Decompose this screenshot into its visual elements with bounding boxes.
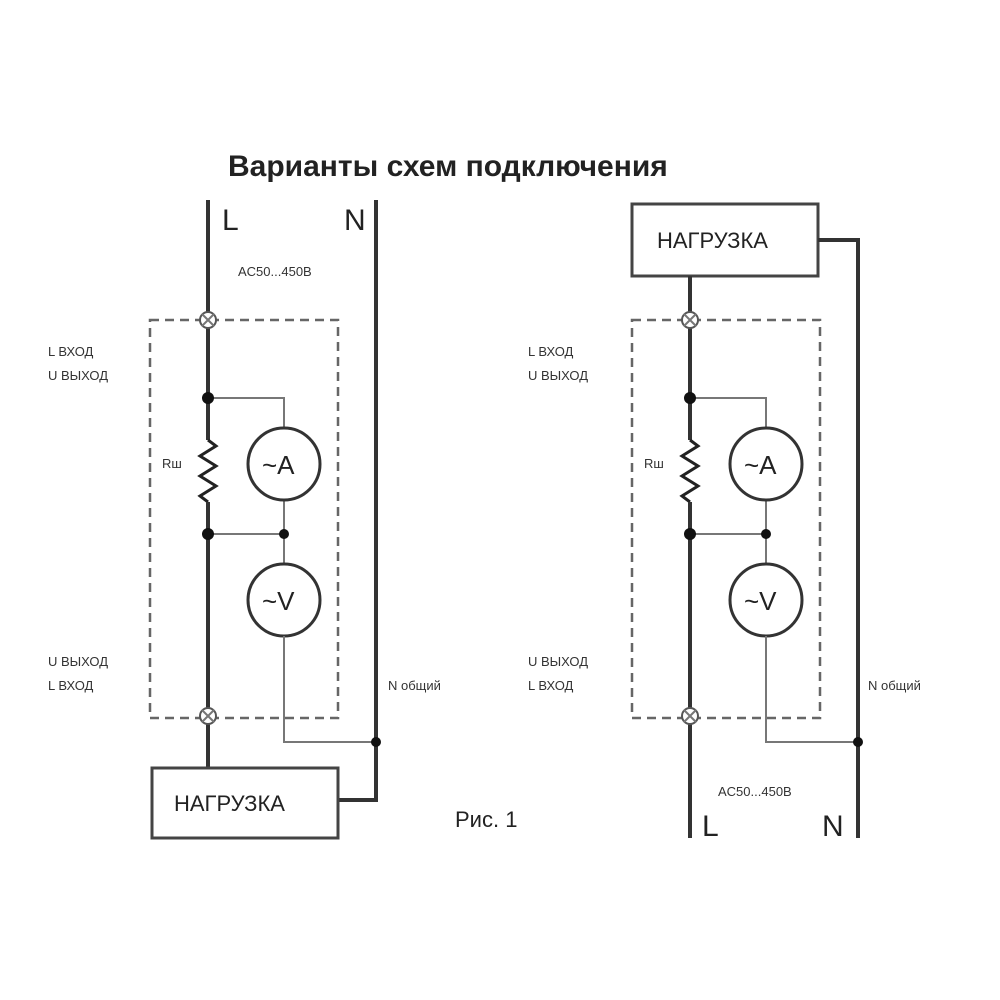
- figure-caption: Рис. 1: [455, 807, 517, 832]
- left-top-label-1: L ВХОД: [48, 344, 94, 359]
- left-top-label-2: U ВЫХОД: [48, 368, 108, 383]
- left-junction-dot: [202, 528, 214, 540]
- left-neutral-wire: [338, 200, 378, 802]
- right-voltmeter-label: ~V: [744, 586, 777, 616]
- left-shunt-label: Rш: [162, 456, 182, 471]
- left-ammeter-label: ~A: [262, 450, 295, 480]
- right-ammeter-label: ~A: [744, 450, 777, 480]
- left-ammeter-wire: [208, 397, 285, 428]
- diagram-title: Варианты схем подключения: [228, 150, 668, 183]
- left-voltmeter-label: ~V: [262, 586, 295, 616]
- left-bottom-label-2: L ВХОД: [48, 678, 94, 693]
- right-line-label: L: [702, 810, 719, 843]
- left-device-outline: [148, 318, 340, 720]
- right-load-label: НАГРУЗКА: [657, 228, 768, 253]
- right-shunt-label: Rш: [644, 456, 664, 471]
- left-line-label: L: [222, 204, 239, 237]
- left-neutral-common-label: N общий: [388, 678, 441, 693]
- right-voltage-range: AC50...450В: [718, 784, 792, 799]
- right-junction-dot: [684, 528, 696, 540]
- right-neutral-label: N: [822, 810, 844, 843]
- right-junction-dot: [853, 737, 863, 747]
- right-shunt-resistor: [679, 438, 701, 504]
- left-shunt-resistor: [197, 438, 219, 504]
- right-junction-dot: [684, 392, 696, 404]
- right-bottom-label-2: L ВХОД: [528, 678, 574, 693]
- left-voltmeter-neutral-wire: [283, 636, 376, 743]
- left-ammeter: [246, 426, 322, 502]
- right-top-label-1: L ВХОД: [528, 344, 574, 359]
- left-load-label: НАГРУЗКА: [174, 791, 285, 816]
- right-top-label-2: U ВЫХОД: [528, 368, 588, 383]
- left-bottom-label-1: U ВЫХОД: [48, 654, 108, 669]
- right-ammeter: [728, 426, 804, 502]
- right-neutral-wire: [818, 238, 860, 838]
- left-junction-dot: [371, 737, 381, 747]
- right-junction-dot: [761, 529, 771, 539]
- left-neutral-label: N: [344, 204, 366, 237]
- right-ammeter-wire: [690, 397, 767, 428]
- left-junction-dot: [279, 529, 289, 539]
- right-scheme: НАГРУЗКА Rш L ВХОД U ВЫХОД U ВЫХОД L ВХО…: [528, 202, 921, 843]
- right-device-outline: [630, 318, 822, 720]
- left-voltage-range: AC50...450В: [238, 264, 312, 279]
- left-scheme: L N AC50...450В Rш L ВХОД U ВЫХОД U ВЫХО…: [48, 200, 441, 840]
- right-voltmeter-neutral-wire: [765, 636, 858, 743]
- left-load-box: [150, 766, 340, 840]
- left-junction-dot: [202, 392, 214, 404]
- right-neutral-common-label: N общий: [868, 678, 921, 693]
- right-bottom-label-1: U ВЫХОД: [528, 654, 588, 669]
